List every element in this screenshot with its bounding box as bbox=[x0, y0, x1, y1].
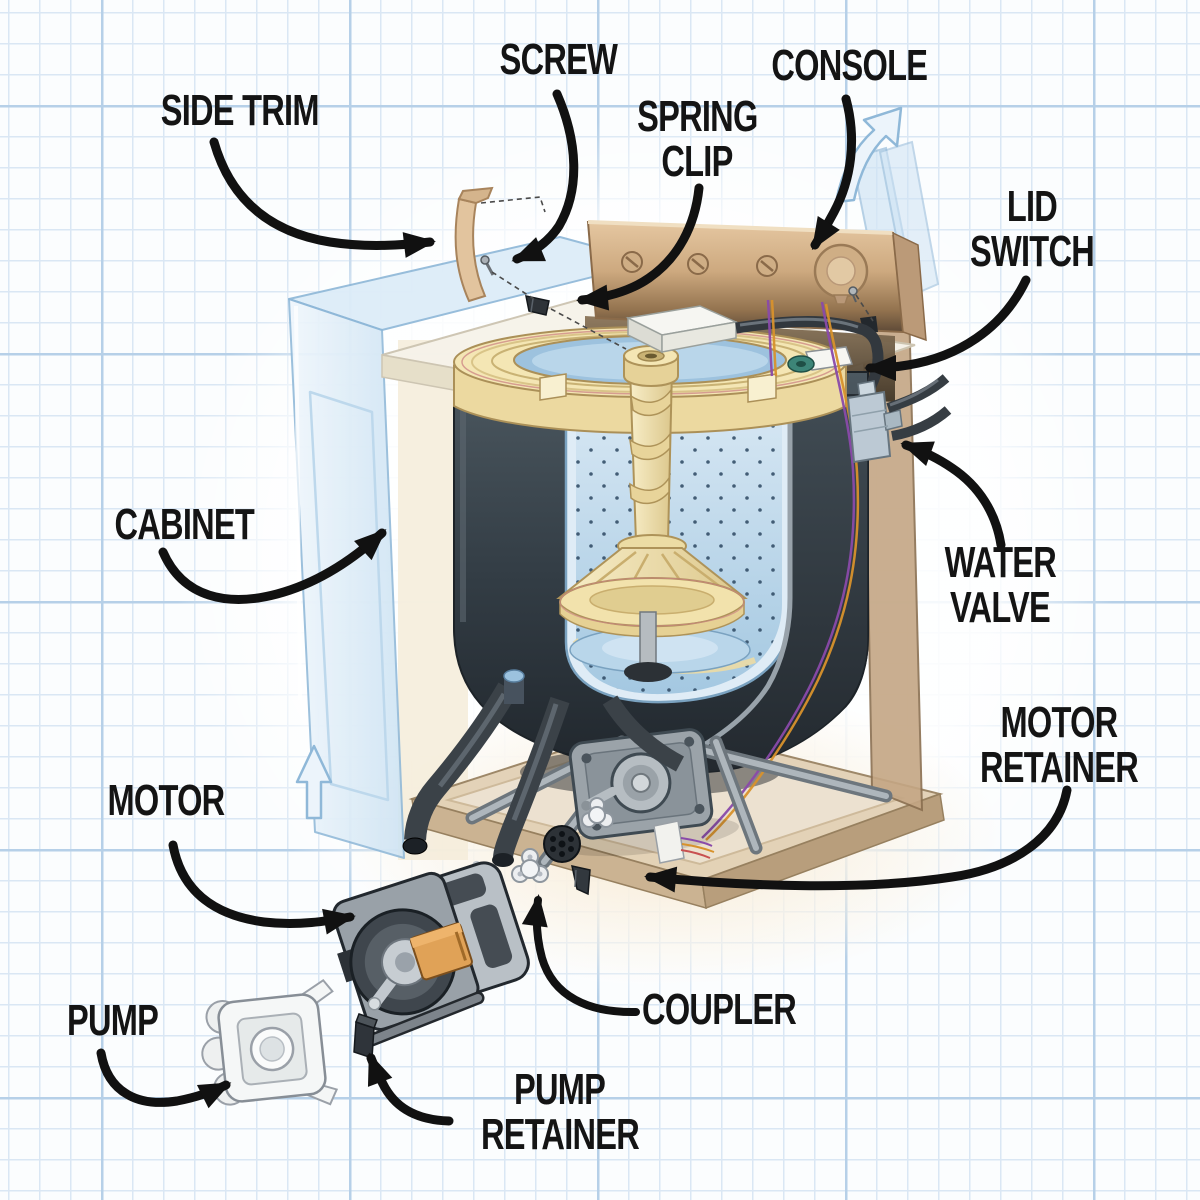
arrow-pump bbox=[96, 1048, 232, 1109]
coupler-parts bbox=[511, 797, 614, 883]
drain-hoses bbox=[402, 669, 685, 867]
coupler-trilobe-upper bbox=[581, 797, 614, 828]
side-trim-part bbox=[454, 186, 494, 303]
pump-retainer-part bbox=[353, 991, 485, 1060]
arrow-pump-retainer bbox=[366, 1052, 454, 1126]
motor-part bbox=[332, 860, 530, 1031]
lift-arrow-bottom bbox=[295, 744, 333, 820]
wire-connector bbox=[653, 820, 715, 864]
arrow-console bbox=[810, 94, 857, 251]
arrow-screw bbox=[511, 89, 579, 264]
assembly-guide-lines bbox=[480, 196, 874, 350]
water-valve-part bbox=[846, 374, 952, 464]
arrow-motor bbox=[168, 840, 356, 935]
console-screws bbox=[621, 251, 778, 277]
agitator-cap bbox=[623, 345, 679, 388]
dispenser-box bbox=[625, 305, 739, 354]
arrow-cabinet bbox=[158, 528, 387, 604]
arrow-motor-retainer bbox=[644, 785, 1072, 893]
arrow-lid-switch bbox=[864, 275, 1031, 381]
console-dial bbox=[813, 243, 869, 305]
lid-switch-part bbox=[787, 346, 854, 373]
arrow-spring-clip bbox=[576, 183, 704, 311]
coupler-trilobe-lower bbox=[511, 848, 549, 883]
arrow-coupler bbox=[521, 894, 640, 1017]
arrow-water-valve bbox=[900, 440, 1006, 550]
motor-retainer-clip bbox=[571, 865, 591, 896]
label-arrows bbox=[96, 89, 1072, 1126]
drive-shaft bbox=[624, 611, 672, 682]
pump-part bbox=[201, 978, 339, 1106]
arrow-side-trim bbox=[209, 137, 436, 258]
spring-clip-part bbox=[525, 295, 550, 316]
